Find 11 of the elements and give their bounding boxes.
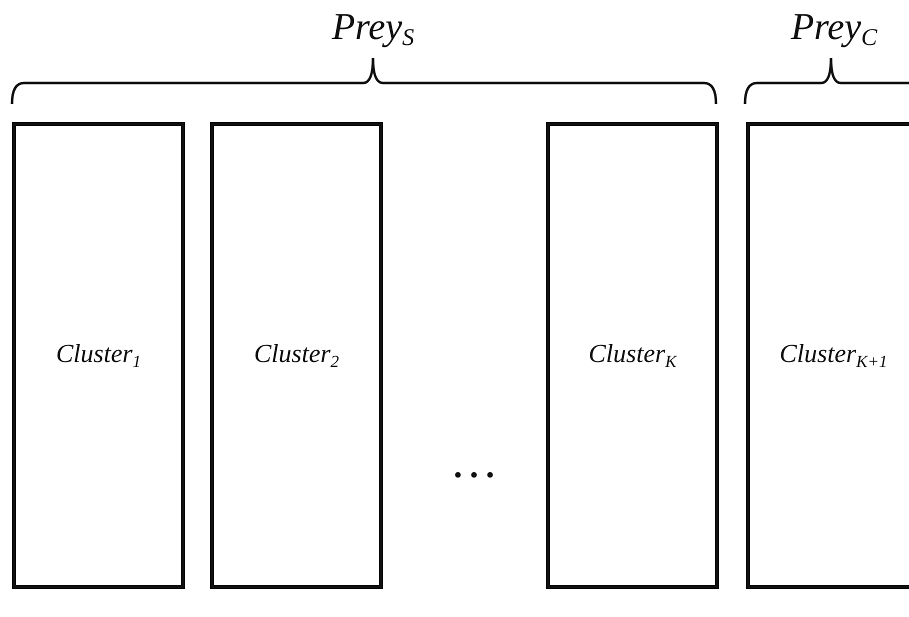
ellipsis: … — [450, 438, 500, 486]
cluster-label: Cluster$_{1}$ — [56, 339, 142, 372]
cluster-box — [210, 122, 383, 589]
group-heading: Prey$_{C}$ — [790, 8, 878, 50]
cluster-label: Cluster$_{K+1}$ — [780, 339, 888, 372]
group-heading: Prey$_{S}$ — [332, 8, 414, 50]
cluster-label: Cluster$_{K}$ — [588, 339, 676, 372]
cluster-box — [12, 122, 185, 589]
cluster-box — [546, 122, 719, 589]
cluster-box — [746, 122, 909, 589]
cluster-label: Cluster$_{2}$ — [254, 339, 340, 372]
